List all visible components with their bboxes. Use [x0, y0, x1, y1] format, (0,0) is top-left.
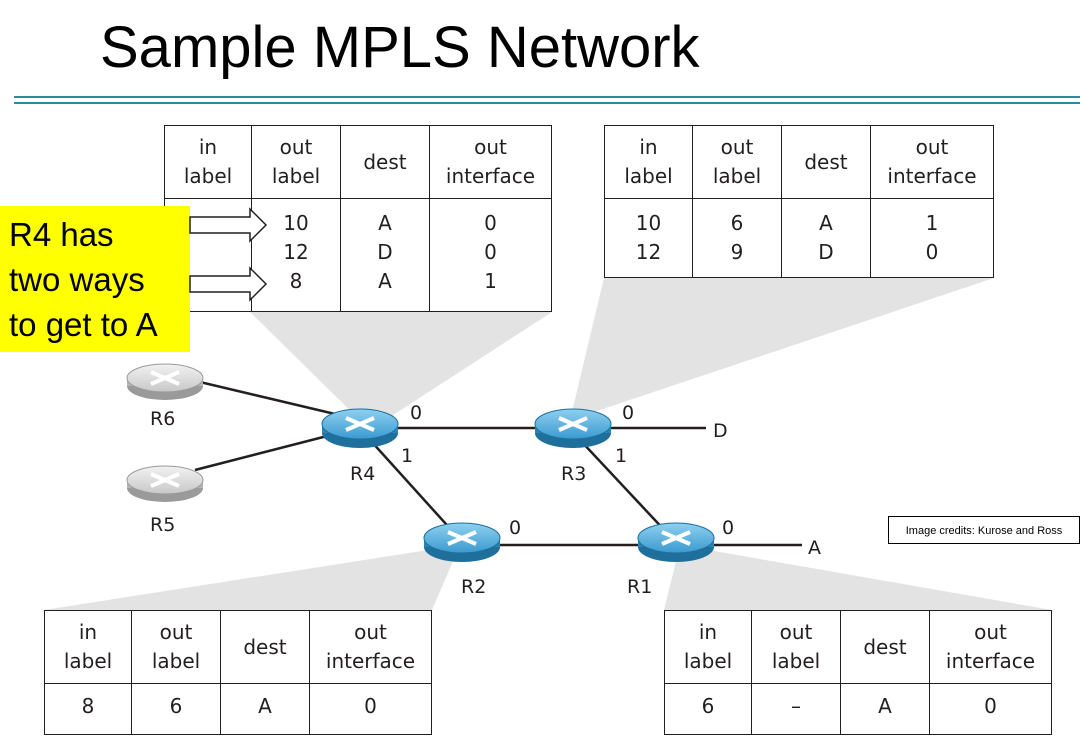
callout-line: two ways: [9, 261, 145, 298]
link-r6-r4: [199, 380, 336, 416]
arrow-right-icon: [189, 207, 268, 243]
callout-line: to get to A: [9, 306, 158, 343]
title-rule-top: [14, 96, 1080, 98]
router-r2-icon: [423, 522, 501, 562]
router-r3-icon: [534, 408, 612, 448]
link-r3-r1: [579, 439, 669, 535]
out-interface-cell: 0: [309, 683, 432, 735]
image-credits: Image credits: Kurose and Ross: [888, 516, 1080, 544]
r4-table-shadow: [250, 312, 552, 430]
title-rule-bottom: [14, 102, 1080, 104]
r3-interface-1: 1: [615, 445, 627, 467]
router-r6-label: R6: [150, 408, 175, 430]
r1-interface-0: 0: [722, 517, 734, 539]
destination-a-label: A: [808, 537, 821, 559]
header-dest: dest: [220, 610, 310, 684]
callout-line: R4 has: [9, 216, 114, 253]
link-r5-r4: [194, 432, 336, 472]
r3-interface-0: 0: [622, 402, 634, 424]
router-r6-icon: [126, 363, 204, 400]
router-r4-label: R4: [350, 463, 375, 485]
r4-interface-0: 0: [410, 402, 422, 424]
header-dest: dest: [340, 125, 430, 199]
arrow-right-icon: [189, 266, 268, 302]
router-r1-label: R1: [627, 576, 652, 598]
r2-table-shadow: [44, 545, 460, 610]
dest-cell: A: [220, 683, 310, 735]
link-r4-r2: [369, 439, 456, 535]
r2-interface-0: 0: [509, 517, 521, 539]
router-r1-icon: [637, 522, 715, 562]
r3-table-shadow: [570, 278, 994, 420]
router-r5-icon: [126, 465, 204, 502]
router-r2-label: R2: [461, 576, 486, 598]
out-label-cell: –: [751, 683, 841, 735]
r1-table-shadow: [664, 545, 1052, 610]
destination-d-label: D: [713, 420, 728, 442]
in-label-cell: 8: [44, 683, 132, 735]
r4-callout: R4 has two ways to get to A: [0, 206, 190, 352]
router-r5-label: R5: [150, 514, 175, 536]
page-title: Sample MPLS Network: [100, 15, 700, 80]
router-r3-label: R3: [561, 463, 586, 485]
out-interface-cell: 0: [929, 683, 1052, 735]
r4-interface-1: 1: [401, 445, 413, 467]
header-dest: dest: [781, 125, 871, 199]
dest-cell: A: [840, 683, 930, 735]
router-r4-icon: [321, 408, 399, 448]
out-label-cell: 6: [131, 683, 221, 735]
